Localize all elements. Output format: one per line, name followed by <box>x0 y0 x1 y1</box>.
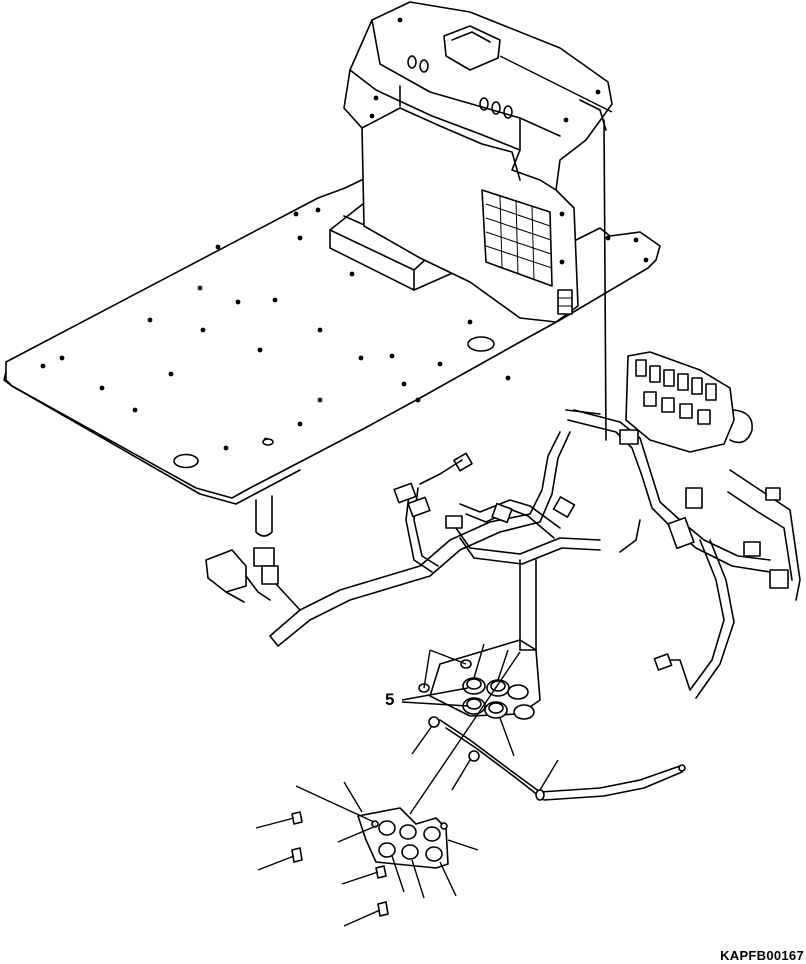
figure-code: KAPFB00167 <box>720 948 804 963</box>
callout-label-part-5: 5 <box>385 690 395 709</box>
switch-cluster <box>401 639 686 801</box>
relay-block <box>625 351 753 453</box>
switch-plate <box>255 651 521 927</box>
wiring-harness <box>205 409 801 699</box>
air-conditioner-unit <box>343 1 613 441</box>
